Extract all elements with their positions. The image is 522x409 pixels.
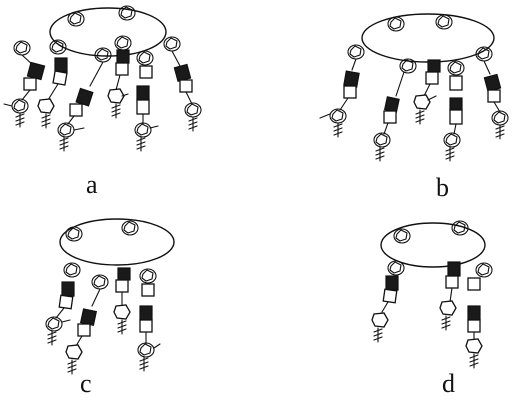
- strand-a1: [3, 40, 46, 128]
- panel-label-d: d: [442, 369, 455, 398]
- panel-label-a: a: [86, 170, 98, 199]
- strand-c1: [45, 262, 81, 346]
- strand-c3: [113, 267, 131, 335]
- strand-b5: [475, 46, 509, 140]
- strand-b1: [319, 44, 365, 138]
- panel-label-c: c: [80, 369, 92, 398]
- vesicle-b: [361, 13, 495, 63]
- strand-d1: [371, 260, 405, 343]
- vesicle-c: [59, 218, 175, 266]
- strand-d3: [465, 262, 493, 369]
- strand-a2: [37, 39, 68, 129]
- panel-c: c: [45, 218, 175, 398]
- vesicle-d: [380, 222, 486, 268]
- strand-d2: [439, 261, 461, 331]
- panel-b: b: [319, 13, 509, 202]
- panel-label-b: b: [436, 173, 449, 202]
- strand-a6: [163, 36, 202, 132]
- vesicle-a: [49, 7, 167, 57]
- strand-a3: [57, 47, 112, 152]
- strand-b4: [443, 60, 465, 162]
- strand-b2: [373, 58, 417, 162]
- strand-a4: [107, 35, 132, 119]
- panel-a: a: [3, 5, 202, 199]
- strand-b3: [413, 59, 441, 125]
- strand-c2: [65, 274, 109, 375]
- panel-d: d: [371, 220, 493, 398]
- strand-c4: [137, 268, 161, 372]
- strand-a5: [134, 50, 159, 152]
